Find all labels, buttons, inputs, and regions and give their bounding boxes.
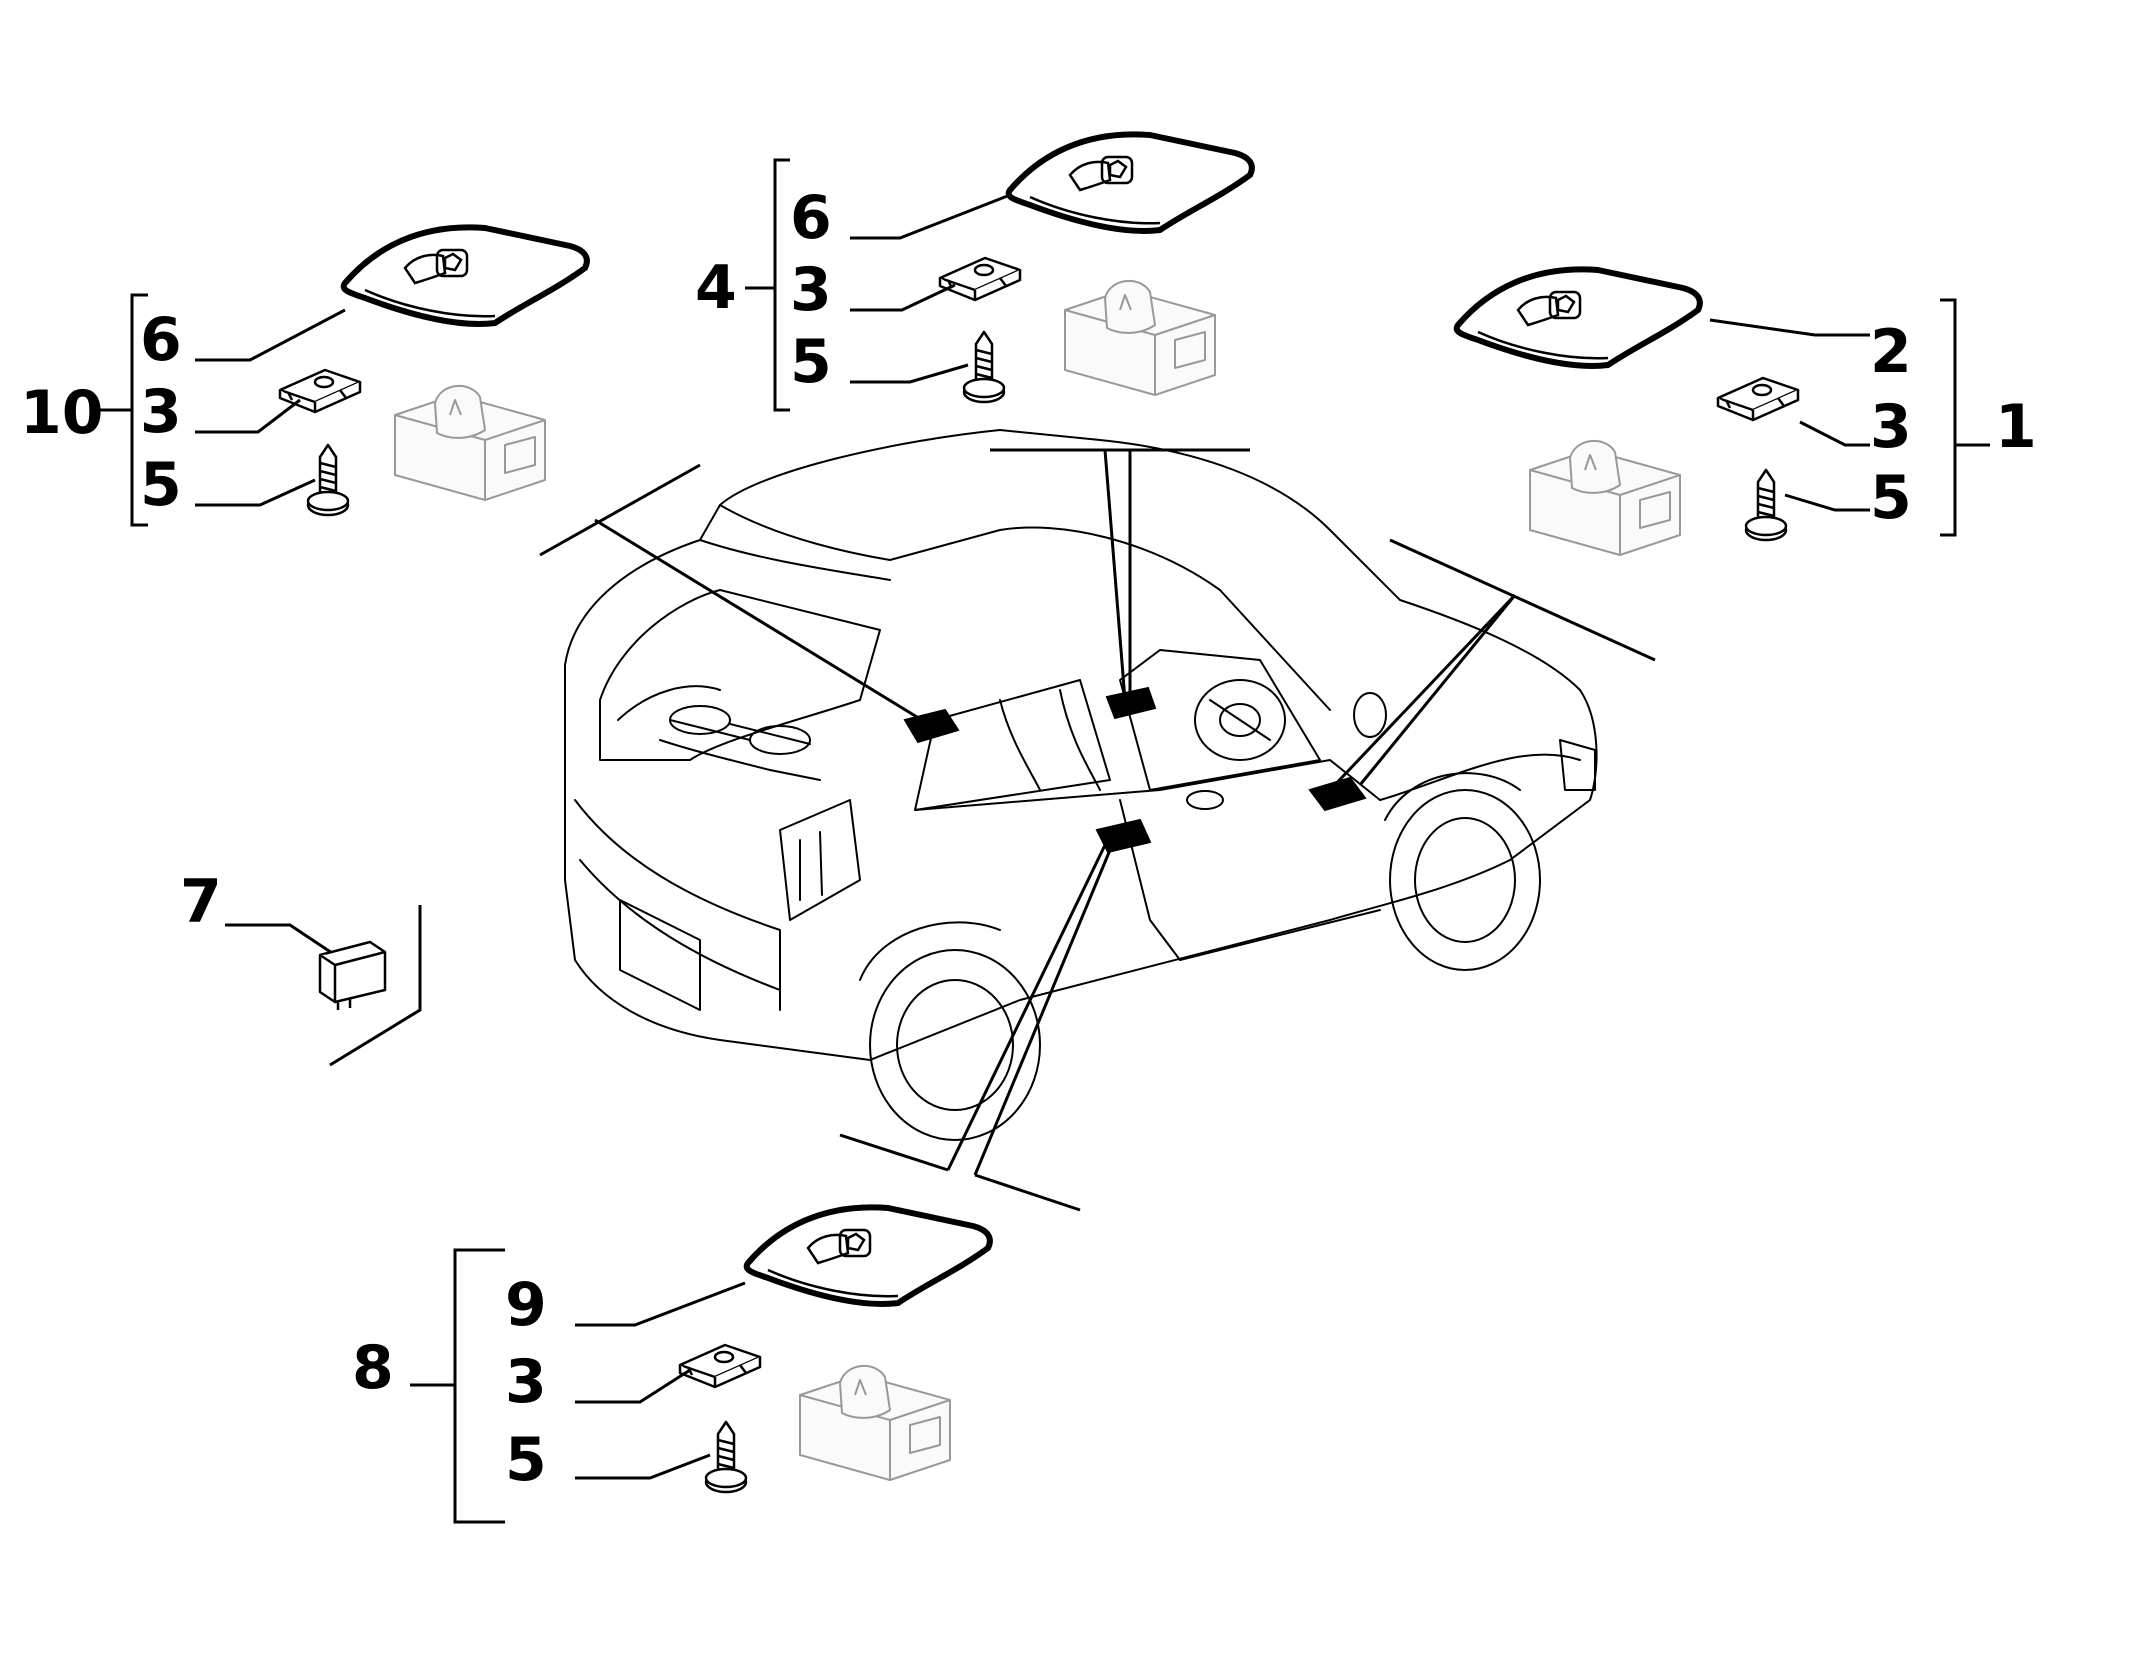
callout-6: 6: [790, 183, 832, 253]
group-10: 10 6 3 5: [20, 227, 587, 527]
callout-10: 10: [20, 378, 104, 448]
callout-1: 1: [1995, 392, 2037, 462]
callout-5: 5: [505, 1425, 547, 1495]
retaining-clip: [938, 256, 1022, 302]
callout-3: 3: [790, 255, 832, 325]
callout-4: 4: [695, 253, 737, 323]
callout-5: 5: [140, 450, 182, 520]
car-illustration: [564, 429, 1598, 1141]
callout-6: 6: [140, 305, 182, 375]
callout-2: 2: [1870, 317, 1912, 387]
callout-8: 8: [352, 1333, 394, 1403]
group-1: 2 3 5 1: [1457, 269, 2037, 556]
group-4: 4 6 3 5: [695, 134, 1252, 412]
callout-9: 9: [505, 1270, 547, 1340]
retaining-clip: [678, 1343, 762, 1389]
callout-3: 3: [140, 377, 182, 447]
window-switch: [394, 384, 546, 501]
window-switch: [1064, 279, 1216, 396]
mounting-screw: [962, 330, 1006, 404]
switch-cover-cap: [747, 1207, 990, 1304]
group-8: 8 9 3 5: [352, 1207, 990, 1524]
switch-location-center: [1105, 686, 1157, 720]
switch-cover-cap: [344, 227, 587, 324]
retaining-clip: [1716, 376, 1800, 422]
relay-group: 7: [180, 867, 387, 1010]
callout-5: 5: [1870, 463, 1912, 533]
callout-3: 3: [1870, 392, 1912, 462]
mounting-screw: [704, 1420, 748, 1494]
callout-7: 7: [180, 867, 222, 937]
window-switch: [799, 1364, 951, 1481]
callout-3: 3: [505, 1347, 547, 1417]
switch-cover-cap: [1009, 134, 1252, 231]
window-switch: [1529, 439, 1681, 556]
switch-location-rear-right: [1095, 818, 1152, 854]
mounting-screw: [1744, 468, 1788, 542]
callout-5: 5: [790, 327, 832, 397]
leader-lines: [329, 448, 1656, 1212]
relay: [318, 940, 387, 1010]
switch-cover-cap: [1457, 269, 1700, 366]
